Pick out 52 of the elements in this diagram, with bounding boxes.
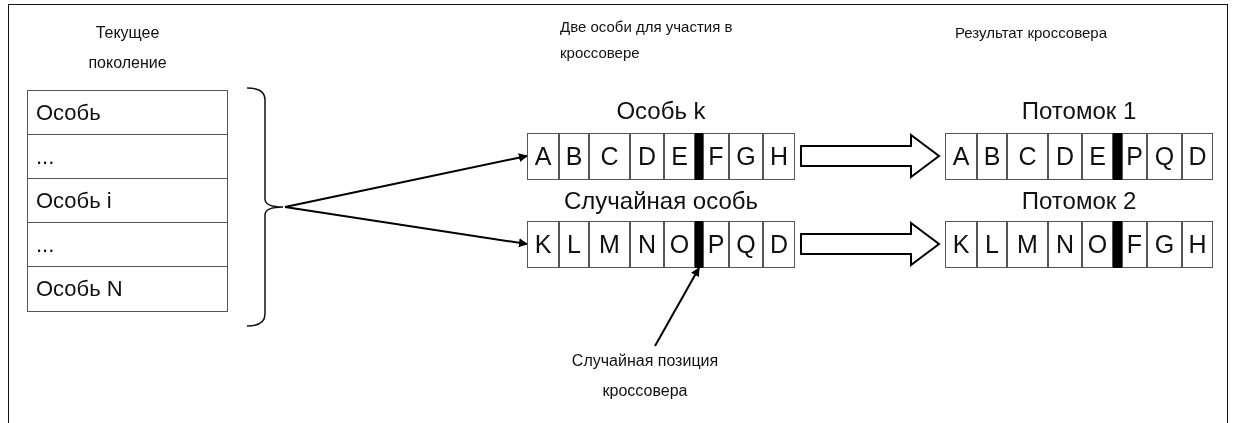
- gene-cell: C: [1007, 133, 1048, 180]
- column-heading: Две особи для участия в кроссовере: [560, 17, 734, 63]
- gene-cell: N: [630, 221, 664, 268]
- gene-cell: Q: [1147, 133, 1182, 180]
- gene-cell: M: [589, 221, 630, 268]
- gene-cell: O: [1082, 221, 1113, 268]
- gene-cell: F: [703, 133, 729, 180]
- gene-cell: O: [664, 221, 695, 268]
- gene-cell: P: [1122, 133, 1147, 180]
- strip-heading: Потомок 2: [1020, 186, 1138, 216]
- table-cell: Особь: [27, 90, 228, 135]
- gene-cell: K: [527, 221, 559, 268]
- gene-cell: A: [945, 133, 977, 180]
- gene-cell: B: [977, 133, 1007, 180]
- block-arrow: [800, 133, 941, 179]
- gene-cell: G: [1147, 221, 1182, 268]
- strip-heading: Особь k: [615, 96, 707, 126]
- annotation-text: Случайная позиция кроссовера: [535, 346, 755, 410]
- gene-cell: N: [1048, 221, 1082, 268]
- gene-cell: L: [559, 221, 589, 268]
- gene-cell: C: [589, 133, 630, 180]
- gene-cell: P: [703, 221, 729, 268]
- gene-cell: H: [763, 133, 795, 180]
- gene-cell: L: [977, 221, 1007, 268]
- curly-brace: [245, 86, 285, 328]
- arrow: [284, 153, 528, 208]
- table-cell: Особь i: [27, 178, 228, 223]
- strip-heading: Потомок 1: [1020, 96, 1138, 126]
- gene-cell: E: [664, 133, 695, 180]
- crossover-mark: [695, 221, 703, 268]
- table-cell: Особь N: [27, 266, 228, 312]
- gene-cell: K: [945, 221, 977, 268]
- table-cell: ...: [27, 134, 228, 179]
- gene-cell: M: [1007, 221, 1048, 268]
- strip-heading: Случайная особь: [562, 186, 760, 216]
- block-arrow: [800, 221, 941, 267]
- gene-cell: G: [729, 133, 763, 180]
- gene-cell: H: [1182, 221, 1213, 268]
- gene-cell: D: [1048, 133, 1082, 180]
- gene-cell: E: [1082, 133, 1113, 180]
- gene-cell: D: [1182, 133, 1213, 180]
- gene-cell: A: [527, 133, 559, 180]
- gene-cell: D: [763, 221, 795, 268]
- gene-cell: F: [1122, 221, 1147, 268]
- arrow: [654, 267, 700, 347]
- column-heading: Результат кроссовера: [955, 23, 1108, 43]
- gene-cell: D: [630, 133, 664, 180]
- gene-cell: Q: [729, 221, 763, 268]
- gene-cell: B: [559, 133, 589, 180]
- strip-heading: Текущее поколение: [87, 23, 168, 73]
- arrow: [284, 206, 528, 248]
- table-cell: ...: [27, 222, 228, 267]
